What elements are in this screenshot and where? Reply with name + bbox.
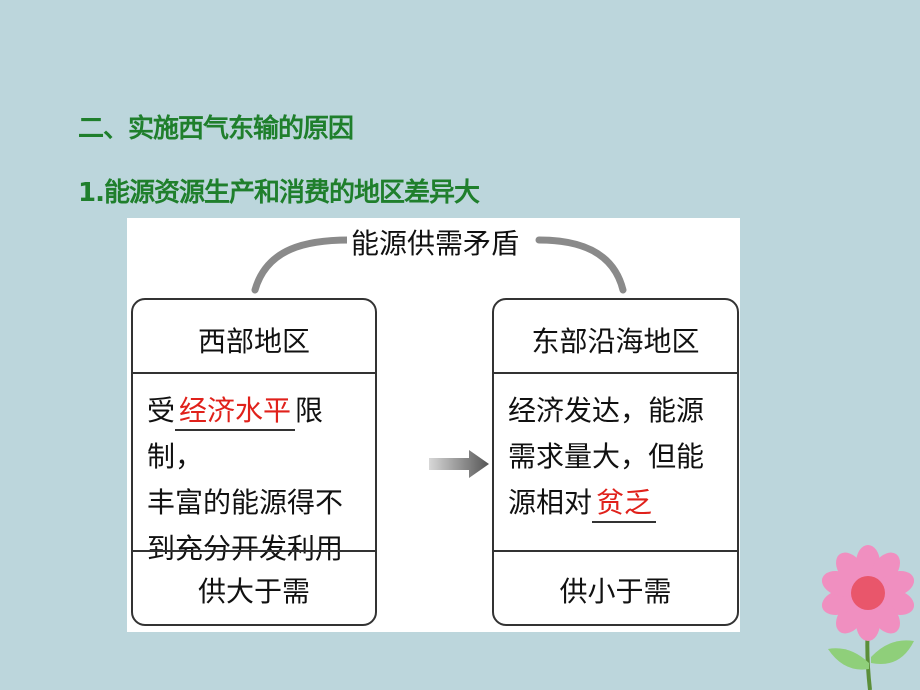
west-footer: 供大于需	[133, 550, 375, 626]
east-line2: 需求量大，但能	[508, 440, 705, 473]
connector-arc	[251, 236, 627, 294]
diagram-title: 能源供需矛盾	[347, 222, 524, 262]
east-header: 东部沿海地区	[494, 300, 737, 372]
east-description: 经济发达，能源 需求量大，但能 源相对贫乏	[494, 372, 737, 550]
west-line3: 到充分开发利用	[147, 532, 344, 565]
east-line3-prefix: 源相对	[508, 486, 593, 519]
flower-decoration-icon	[821, 545, 915, 690]
subheading: 1.能源资源生产和消费的地区差异大	[78, 178, 480, 208]
west-answer-blank: 经济水平	[175, 393, 296, 431]
east-region-box: 东部沿海地区 经济发达，能源 需求量大，但能 源相对贫乏 供小于需	[492, 298, 739, 626]
west-line1-suffix: 限制，	[147, 394, 324, 473]
west-balance: 供大于需	[197, 575, 310, 608]
west-header: 西部地区	[133, 300, 375, 372]
east-answer-blank: 贫乏	[592, 485, 657, 523]
west-line2: 丰富的能源得不	[147, 486, 344, 519]
west-region-name: 西部地区	[197, 325, 310, 358]
supply-demand-diagram: 能源供需矛盾 西部地区 受经济水平限制， 丰富的能源得不 到充分开发利用 供大于…	[127, 218, 740, 632]
east-line1: 经济发达，能源	[508, 394, 705, 427]
east-footer: 供小于需	[494, 550, 737, 626]
west-region-box: 西部地区 受经济水平限制， 丰富的能源得不 到充分开发利用 供大于需	[131, 298, 377, 626]
right-arrow-icon	[429, 450, 489, 478]
west-line1-prefix: 受	[147, 394, 176, 427]
east-region-name: 东部沿海地区	[531, 325, 700, 358]
east-balance: 供小于需	[559, 575, 672, 608]
section-heading: 二、实施西气东输的原因	[78, 114, 354, 144]
west-description: 受经济水平限制， 丰富的能源得不 到充分开发利用	[133, 372, 375, 565]
